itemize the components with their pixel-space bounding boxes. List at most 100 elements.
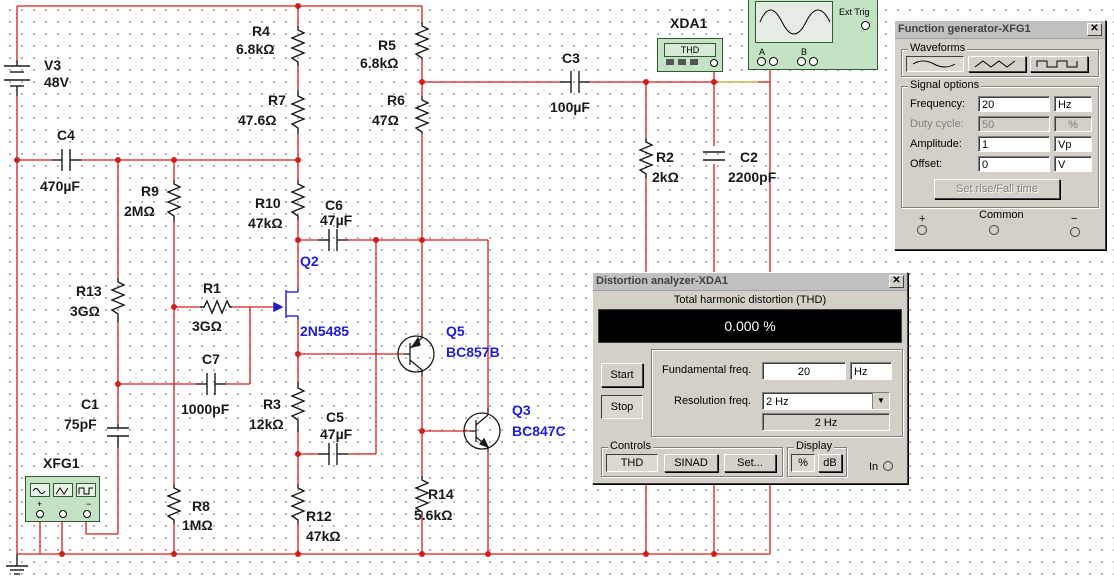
xda1-input-terminal[interactable] [710,59,718,67]
label-c6-value: 47µF [320,212,353,228]
label-r2-value: 2kΩ [652,169,679,185]
channel-a-minus-terminal[interactable] [769,57,778,66]
resistor-r6[interactable] [414,96,430,134]
transistor-q5[interactable] [397,334,435,376]
resistor-r7[interactable] [290,90,306,134]
label-r13-value: 3GΩ [70,303,100,319]
resistor-r9[interactable] [166,180,182,222]
square-wave-button[interactable] [1030,56,1088,72]
label-q2-ref: Q2 [300,253,319,269]
waveforms-label: Waveforms [908,42,968,54]
ext-trig-terminal[interactable] [861,21,870,30]
controls-group: Controls THD SINAD Set... [601,440,783,477]
amplitude-input[interactable]: 1 [978,136,1050,152]
sine-wave-icon [30,483,50,497]
distortion-analyzer-titlebar[interactable]: Distortion analyzer-XDA1 ✕ [593,273,907,291]
label-c2-ref: C2 [740,149,758,165]
resistor-r2[interactable] [638,138,654,178]
resistor-r5[interactable] [414,22,430,60]
battery-v3[interactable] [4,60,30,96]
oscilloscope-instrument[interactable]: Ext Trig A B [748,0,878,70]
frequency-unit[interactable]: Hz [1054,96,1092,112]
triangle-wave-icon [974,60,1016,68]
triangle-wave-icon [53,483,73,497]
label-v3-ref: V3 [44,57,61,73]
plus-terminal[interactable] [917,225,927,235]
transistor-q3[interactable] [463,408,501,452]
resistor-r4[interactable] [290,26,306,66]
label-r12-ref: R12 [306,508,332,524]
label-r4-value: 6.8kΩ [236,41,274,57]
amplitude-unit[interactable]: Vp [1054,136,1092,152]
capacitor-c6[interactable] [318,229,348,251]
capacitor-c7[interactable] [196,373,226,395]
chevron-down-icon[interactable]: ▼ [872,393,889,409]
label-q3-value: BC847C [512,423,566,439]
xfg1-common-terminal[interactable] [59,510,67,518]
common-label: Common [979,209,1024,221]
set-button[interactable]: Set... [724,454,776,472]
channel-b-minus-terminal[interactable] [809,57,818,66]
channel-a-plus-terminal[interactable] [757,57,766,66]
minus-terminal[interactable] [1070,227,1080,237]
sine-wave-icon [912,60,956,68]
offset-input[interactable]: 0 [978,156,1050,172]
resistor-r1[interactable] [200,299,232,315]
label-r9-ref: R9 [141,183,159,199]
label-r7-ref: R7 [268,92,286,108]
channel-b-plus-terminal[interactable] [797,57,806,66]
xda1-instrument[interactable]: THD [657,38,723,72]
triangle-wave-button[interactable] [968,56,1026,72]
xfg1-minus-terminal[interactable] [83,510,91,518]
label-r7-value: 47.6Ω [238,112,276,128]
xfg1-plus-terminal[interactable] [36,510,44,518]
minus-label: − [1071,213,1078,225]
start-button[interactable]: Start [601,363,643,387]
duty-cycle-input[interactable]: 50 [978,116,1050,132]
label-r3-value: 12kΩ [249,416,284,432]
set-rise-fall-button[interactable]: Set rise/Fall time [934,179,1060,199]
stop-button[interactable]: Stop [601,395,643,419]
xfg1-instrument[interactable]: + − [25,476,100,522]
resistor-r10[interactable] [290,180,306,220]
label-r9-value: 2MΩ [124,203,155,219]
function-generator-titlebar[interactable]: Function generator-XFG1 ✕ [895,21,1105,39]
resistor-r8[interactable] [166,484,182,524]
xda1-thd-display: THD [664,43,716,57]
label-r13-ref: R13 [76,283,102,299]
thd-button[interactable]: THD [606,454,658,472]
label-r4-ref: R4 [252,23,270,39]
resistor-r3[interactable] [290,382,306,432]
capacitor-c1[interactable] [107,424,129,448]
label-c5-ref: C5 [326,409,344,425]
fundamental-freq-unit[interactable]: Hz [850,362,892,380]
jfet-q2[interactable] [273,288,299,320]
sine-wave-button[interactable] [906,56,964,72]
sinad-button[interactable]: SINAD [664,454,718,472]
offset-unit[interactable]: V [1054,156,1092,172]
capacitor-c2[interactable] [703,151,725,161]
label-c4-value: 470µF [40,178,80,194]
db-button[interactable]: dB [818,454,842,472]
resistor-r13[interactable] [110,278,126,322]
label-xda1-ref: XDA1 [670,15,708,31]
capacitor-c3[interactable] [560,71,590,93]
duty-cycle-label: Duty cycle: [910,118,964,130]
common-terminal[interactable] [989,225,999,235]
in-terminal[interactable] [883,461,893,471]
label-v3-value: 48V [44,74,70,90]
capacitor-c5[interactable] [318,443,348,465]
close-icon[interactable]: ✕ [889,275,904,288]
percent-button[interactable]: % [791,454,815,472]
frequency-input[interactable]: 20 [978,96,1050,112]
plus-label: + [919,213,926,225]
resolution-freq-select[interactable]: 2 Hz ▼ [762,392,890,410]
resistor-r14[interactable] [414,476,430,516]
close-icon[interactable]: ✕ [1087,23,1102,36]
duty-cycle-unit[interactable]: % [1054,116,1092,132]
fundamental-freq-input[interactable]: 20 [762,362,846,380]
display-group: Display % dB [787,440,847,477]
resistor-r12[interactable] [290,484,306,524]
capacitor-c4[interactable] [52,149,82,171]
